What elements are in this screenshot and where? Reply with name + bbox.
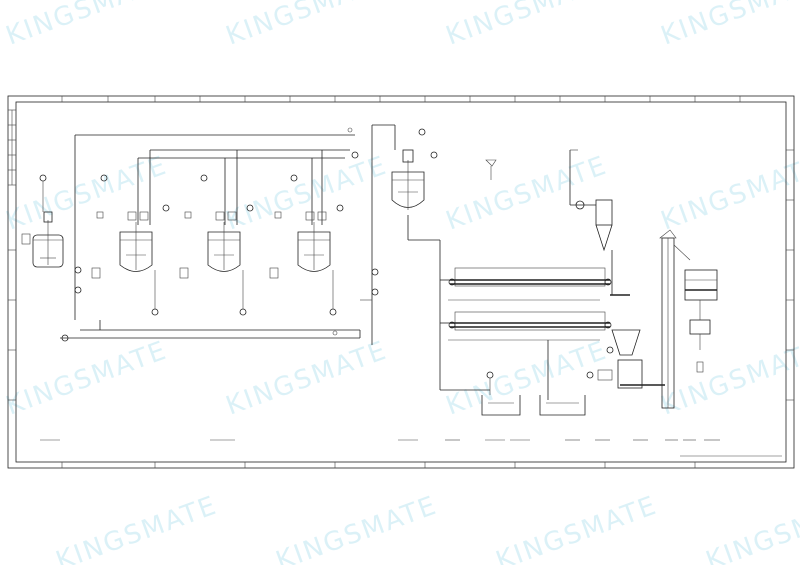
cyclone-separator [485, 149, 613, 252]
watermark: KINGSMATE [442, 0, 611, 52]
reactor-1 [91, 174, 170, 316]
collection-tanks [481, 371, 586, 416]
pump-station [360, 268, 379, 301]
storage-silo [684, 269, 718, 373]
watermark: KINGSMATE [442, 335, 611, 421]
hopper-grinder [597, 329, 665, 389]
watermark: KINGSMATE [657, 150, 800, 236]
belt-dryer-lower [448, 311, 612, 331]
belt-dryer-upper [448, 267, 630, 296]
watermark: KINGSMATE [52, 490, 221, 565]
watermark: KINGSMATE [702, 490, 800, 565]
watermark: KINGSMATE [2, 150, 171, 236]
vertical-tank [391, 128, 438, 210]
watermark: KINGSMATE [2, 0, 171, 52]
reactor-3 [269, 174, 344, 316]
equipment-captions [40, 439, 782, 457]
watermark: KINGSMATE [492, 490, 661, 565]
watermark: KINGSMATE [222, 0, 391, 52]
watermark: KINGSMATE [2, 335, 171, 421]
bucket-elevator [659, 229, 691, 409]
watermark: KINGSMATE [442, 150, 611, 236]
watermark: KINGSMATE [657, 0, 800, 52]
watermark: KINGSMATE [222, 150, 391, 236]
watermark: KINGSMATE [272, 490, 441, 565]
watermark: KINGSMATE [222, 335, 391, 421]
mixing-tank-1 [21, 174, 82, 294]
reactor-2 [179, 174, 254, 316]
instrument-markers [61, 127, 594, 379]
watermark: KINGSMATE [657, 335, 800, 421]
drawing-frame [7, 95, 795, 469]
